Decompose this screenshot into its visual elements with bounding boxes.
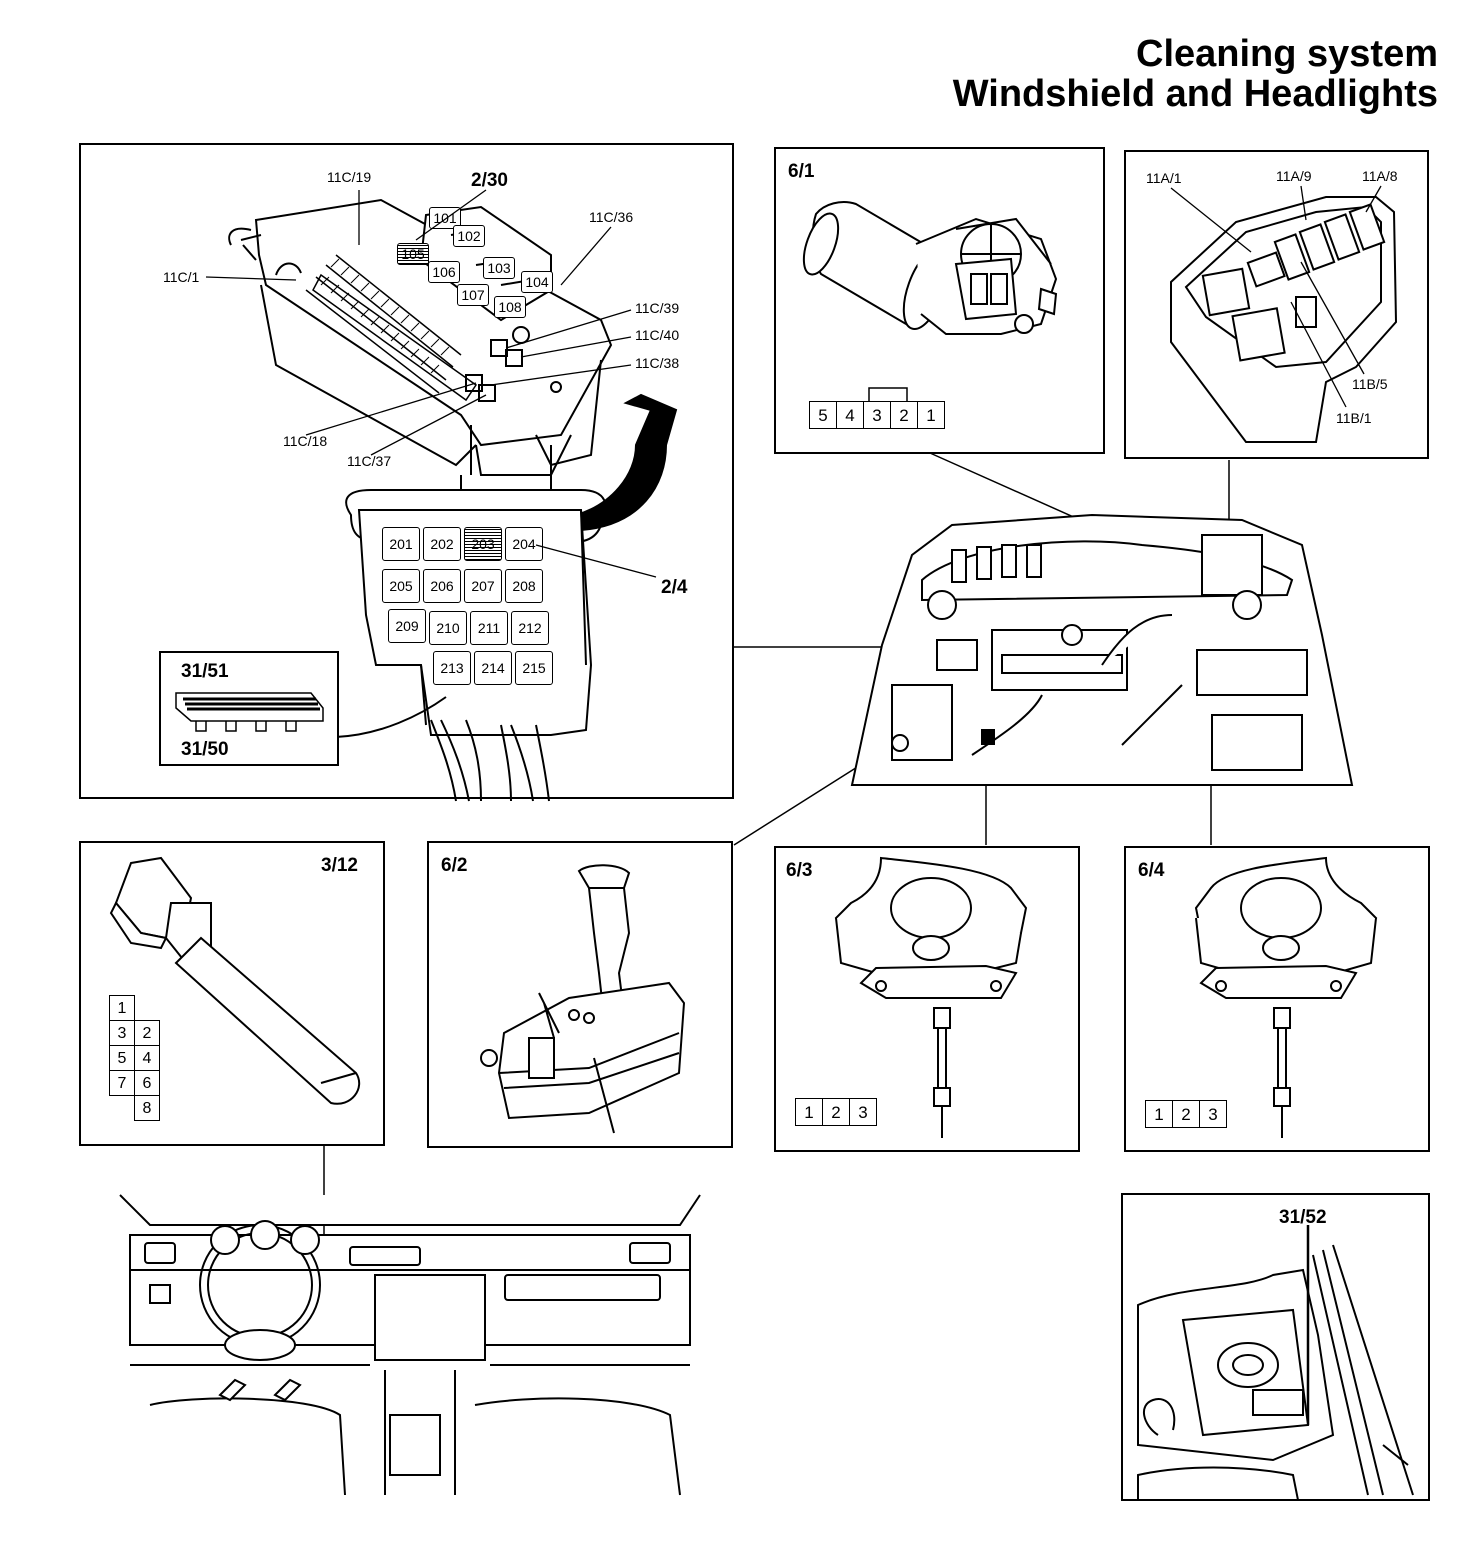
connector-inset: 31/51 31/50 [159,651,339,766]
panel-relay-box: 11A/1 11A/9 11A/8 11B/5 11B/1 [1124,150,1429,459]
fuse-201: 201 [382,527,420,561]
callout-11c-40: 11C/40 [635,327,680,343]
panel-id-6-1: 6/1 [788,161,815,182]
pin: 2 [1172,1100,1200,1128]
callout-2-30: 2/30 [471,170,508,191]
callout-11a-8: 11A/8 [1362,168,1398,184]
fuse-209: 209 [388,609,426,643]
panel-id-3-12: 3/12 [321,855,358,876]
fuse-102: 102 [453,225,485,247]
pin: 5 [809,401,837,429]
connector-6-3: 1 2 3 [795,1098,877,1126]
panel-headlight-wiper-right: 6/4 1 2 3 [1124,846,1430,1152]
fuse-214: 214 [474,651,512,685]
pin: 7 [109,1070,135,1096]
panel-31-52: 31/52 [1121,1193,1430,1501]
fuse-215: 215 [515,651,553,685]
fuse-104: 104 [521,271,553,293]
fuse-213: 213 [433,651,471,685]
fuse-210: 210 [429,611,467,645]
fuse-105: 105 [397,243,429,265]
callout-11b-5: 11B/5 [1352,376,1388,392]
fuse-212: 212 [511,611,549,645]
pin: 3 [863,401,891,429]
callout-11c-1: 11C/1 [163,269,200,285]
wiper-motor-illustration [802,201,1058,335]
connector-31-51-label: 31/51 [181,661,229,682]
panel-id-6-2: 6/2 [441,855,468,876]
fuse-108: 108 [494,296,526,318]
fuse-107: 107 [457,284,489,306]
fuse-208: 208 [505,569,543,603]
callout-2-4: 2/4 [661,577,688,598]
pin: 2 [134,1020,160,1046]
panel-wiper-motor: 6/1 5 4 3 2 1 [774,147,1105,454]
panel-id-31-52: 31/52 [1279,1207,1327,1228]
connector-31-50-label: 31/50 [181,739,229,760]
pin: 4 [134,1045,160,1071]
fuse-106: 106 [428,261,460,283]
callout-11c-39: 11C/39 [635,300,680,316]
fuse-206: 206 [423,569,461,603]
panel-washer-reservoir: 6/2 [427,841,733,1148]
pin: 1 [109,995,135,1021]
connector-illustration [175,692,324,732]
pin: 1 [917,401,945,429]
pin: 8 [134,1095,160,1121]
connector-6-4: 1 2 3 [1145,1100,1227,1128]
pin: 2 [822,1098,850,1126]
relay-box-illustration [1170,185,1398,443]
pin: 3 [849,1098,877,1126]
callout-11a-9: 11A/9 [1276,168,1312,184]
pin: 1 [1145,1100,1173,1128]
engine-bay-illustration [850,513,1354,786]
pin: 3 [1199,1100,1227,1128]
dashboard-illustration [119,1194,701,1496]
pin: 4 [836,401,864,429]
page-title-line2: Windshield and Headlights [952,73,1438,115]
callout-11c-36: 11C/36 [589,209,634,225]
callout-11c-18: 11C/18 [283,433,328,449]
pin: 5 [109,1045,135,1071]
fuse-207: 207 [464,569,502,603]
pin: 6 [134,1070,160,1096]
panel-wiper-switch: 3/12 1 3 2 5 4 7 6 8 [79,841,385,1146]
connector-6-1-tab [868,387,908,401]
fuse-211: 211 [470,611,508,645]
callout-11c-38: 11C/38 [635,355,680,371]
fuse-103: 103 [483,257,515,279]
page-title-line1: Cleaning system [1136,33,1438,75]
callout-11a-1: 11A/1 [1146,170,1182,186]
wiper-switch-illustration [109,856,361,1105]
callout-11c-19: 11C/19 [327,169,372,185]
headlight-motor-right-illustration [1194,856,1378,1138]
pin: 1 [795,1098,823,1126]
washer-reservoir-illustration [480,864,686,1134]
panel-id-6-4: 6/4 [1138,860,1165,881]
pin: 2 [890,401,918,429]
component-31-52-illustration [1137,1225,1414,1501]
fuse-203: 203 [464,527,502,561]
callout-11c-37: 11C/37 [347,453,392,469]
fuse-204: 204 [505,527,543,561]
callout-11b-1: 11B/1 [1336,410,1372,426]
pin: 3 [109,1020,135,1046]
fusebox-callout-lines [205,189,657,578]
panel-id-6-3: 6/3 [786,860,813,881]
fusebox-panel: 101 102 105 106 103 104 107 108 201 202 … [79,143,734,802]
fuse-202: 202 [423,527,461,561]
headlight-motor-left-illustration [834,856,1028,1138]
connector-6-1: 5 4 3 2 1 [809,401,945,429]
fuse-101: 101 [429,207,461,229]
panel-headlight-wiper-left: 6/3 1 2 3 [774,846,1080,1152]
fuse-205: 205 [382,569,420,603]
